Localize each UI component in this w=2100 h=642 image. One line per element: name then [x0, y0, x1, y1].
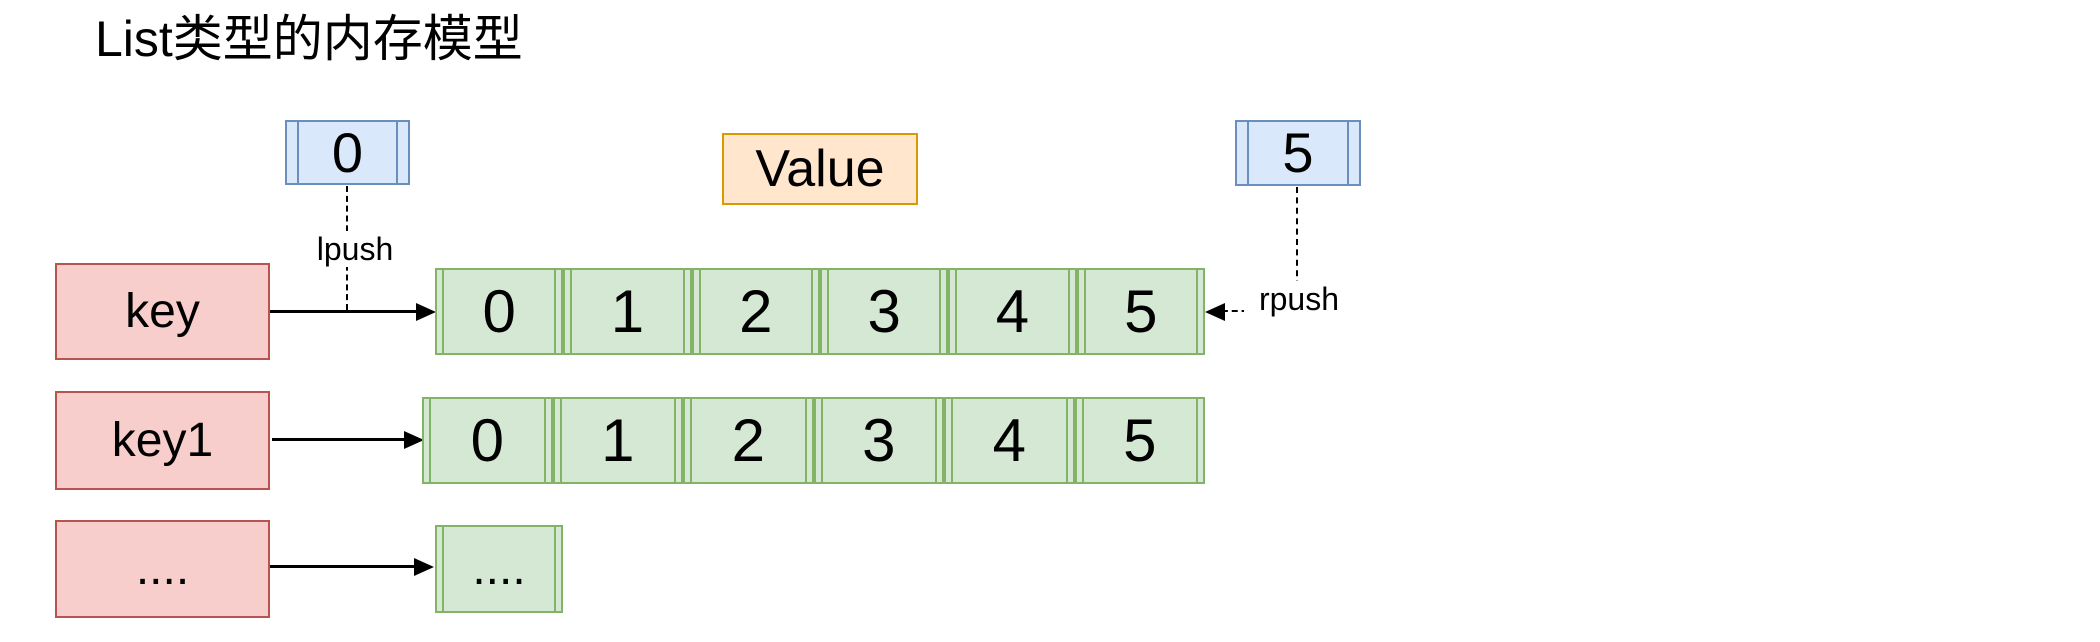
lpush-label: lpush [301, 231, 409, 267]
list-cell: 0 [435, 268, 564, 355]
lpush-index-box: 0 [285, 120, 410, 185]
diagram-title: List类型的内存模型 [95, 11, 523, 67]
list-cell: 2 [683, 397, 814, 484]
key-box: key1 [55, 391, 270, 490]
rpush-label: rpush [1244, 281, 1354, 317]
list-cell: 1 [563, 268, 692, 355]
arrowhead-icon [404, 431, 424, 449]
key-box: .... [55, 520, 270, 618]
rpush-dashed-vline [1296, 187, 1298, 297]
list-cell: 0 [422, 397, 553, 484]
list-row-1: 0 1 2 3 4 5 [435, 268, 1205, 355]
list-cell: .... [435, 525, 563, 613]
key-to-list-arrow [270, 310, 418, 313]
key-to-list-arrow [270, 565, 416, 568]
list-cell: 1 [552, 397, 683, 484]
arrowhead-icon [416, 303, 436, 321]
list-row-3: .... [435, 525, 563, 613]
key-box: key [55, 263, 270, 360]
list-cell: 3 [819, 268, 949, 355]
list-cell: 4 [944, 397, 1075, 484]
key-to-list-arrow [272, 438, 406, 441]
list-cell: 3 [813, 397, 944, 484]
list-cell: 5 [1076, 268, 1205, 355]
rpush-arrowhead-icon [1205, 303, 1225, 321]
list-cell: 5 [1074, 397, 1205, 484]
rpush-index-box: 5 [1235, 120, 1361, 186]
list-cell: 2 [691, 268, 820, 355]
list-cell: 4 [948, 268, 1077, 355]
list-row-2: 0 1 2 3 4 5 [422, 397, 1205, 484]
arrowhead-icon [414, 558, 434, 576]
value-box: Value [722, 133, 918, 205]
